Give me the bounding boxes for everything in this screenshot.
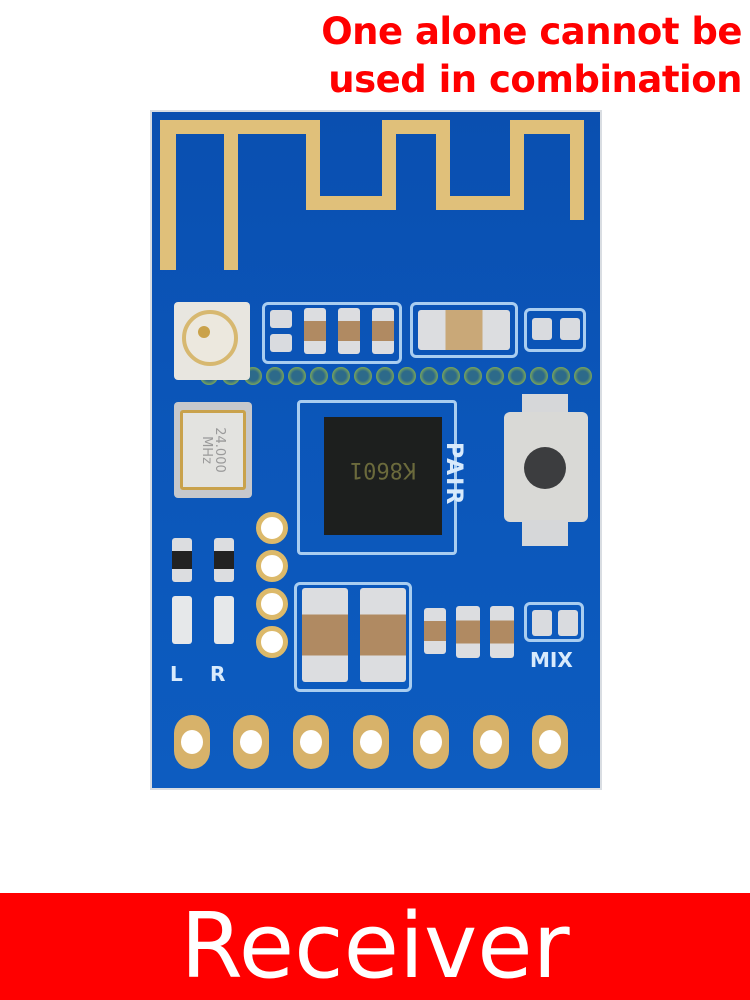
caption-line-2: used in combination <box>328 58 742 101</box>
led-right <box>214 596 234 644</box>
header-pad <box>413 715 449 769</box>
button-tab-top <box>522 394 568 416</box>
smd-capacitor <box>372 308 394 354</box>
thru-hole <box>256 512 288 544</box>
smd-capacitor <box>304 308 326 354</box>
passives-outline <box>410 302 518 358</box>
ic-outline <box>297 400 457 555</box>
header-pad <box>174 715 210 769</box>
smd-capacitor <box>490 606 514 658</box>
header-pad <box>532 715 568 769</box>
button-tab-bottom <box>522 520 568 546</box>
led-left <box>172 596 192 644</box>
smd-pad <box>270 334 292 352</box>
smd-resistor-right <box>214 538 234 582</box>
smd-capacitor <box>456 606 480 658</box>
header-pad <box>293 715 329 769</box>
crystal-oscillator: 24.000 MHz <box>174 402 252 498</box>
main-ic-chip: K8601 <box>324 417 442 535</box>
silk-pair-label: PAIR <box>441 442 466 507</box>
smd-pad <box>560 318 580 340</box>
receiver-banner: Receiver <box>0 893 750 1000</box>
mix-pad <box>558 610 578 636</box>
passives-outline-top <box>262 302 402 364</box>
silk-right-label: R <box>210 662 226 686</box>
caption-line-1: One alone cannot be <box>321 10 742 53</box>
warning-caption: One alone cannot be used in combination <box>282 8 742 104</box>
thru-hole <box>256 550 288 582</box>
button-cap <box>524 447 566 489</box>
ground-via-row <box>152 367 602 385</box>
header-pad <box>353 715 389 769</box>
thru-hole <box>256 588 288 620</box>
smd-inductor <box>418 310 510 350</box>
smd-resistor-left <box>172 538 192 582</box>
crystal-frequency: 24.000 <box>212 427 227 473</box>
mix-outline <box>524 602 584 642</box>
bulk-capacitor <box>360 588 406 682</box>
passives-outline <box>524 308 586 352</box>
smd-capacitor <box>424 608 446 654</box>
header-pad <box>473 715 509 769</box>
caps-outline <box>294 582 412 692</box>
ufl-antenna-connector <box>174 302 250 380</box>
banner-label: Receiver <box>180 893 570 999</box>
pair-button <box>504 412 588 522</box>
header-pad <box>233 715 269 769</box>
silk-mix-label: MIX <box>530 648 573 672</box>
chip-marking: K8601 <box>349 457 417 482</box>
smd-capacitor <box>338 308 360 354</box>
smd-pad <box>270 310 292 328</box>
mix-pad <box>532 610 552 636</box>
receiver-pcb-photo: 24.000 MHz K8601 PAIR L R MIX <box>150 110 602 790</box>
bulk-capacitor <box>302 588 348 682</box>
thru-hole <box>256 626 288 658</box>
smd-pad <box>532 318 552 340</box>
silk-left-label: L <box>170 662 183 686</box>
